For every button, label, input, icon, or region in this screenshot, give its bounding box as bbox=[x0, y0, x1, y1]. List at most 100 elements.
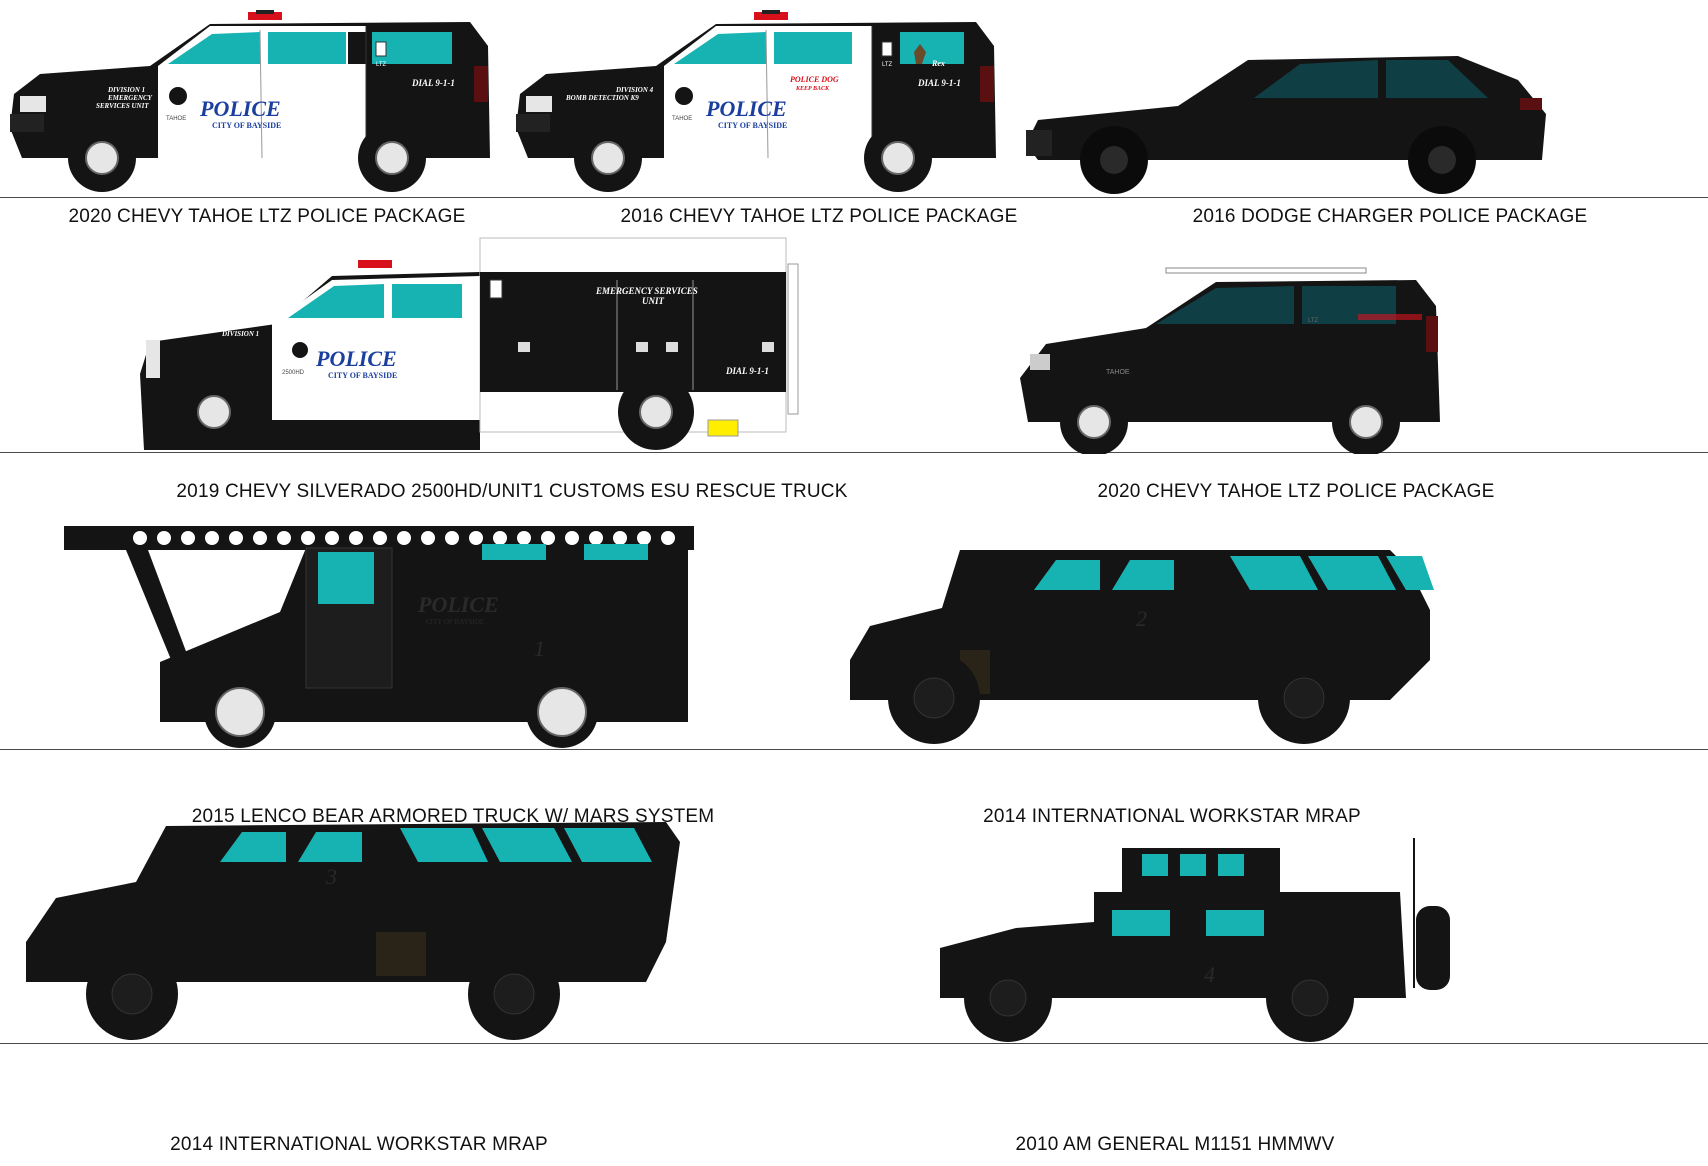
city-text: CITY OF BAYSIDE bbox=[212, 121, 281, 130]
front-window bbox=[1156, 286, 1294, 324]
model-badge: TAHOE bbox=[672, 116, 692, 122]
turret-window-2 bbox=[1180, 854, 1206, 876]
dog-name: Rex bbox=[931, 59, 945, 68]
side-gun-port-1 bbox=[482, 544, 546, 560]
front-window bbox=[1254, 60, 1378, 98]
push-bumper bbox=[1026, 130, 1052, 156]
spare-tire bbox=[1416, 906, 1450, 990]
tail-light bbox=[980, 66, 994, 102]
division-line-2: EMERGENCY bbox=[107, 94, 153, 102]
ground-line-row-2 bbox=[0, 452, 1708, 453]
caption-vehicle-6: 2015 LENCO BEAR ARMORED TRUCK W/ MARS SY… bbox=[191, 806, 715, 827]
side-window-3 bbox=[1386, 556, 1434, 590]
model-badge: TAHOE bbox=[1106, 369, 1130, 376]
k9-warning-line-1: POLICE DOG bbox=[790, 75, 839, 84]
vehicle-2016-tahoe-k9: POLICE CITY OF BAYSIDE DIVISION 4 BOMB D… bbox=[506, 8, 1006, 200]
rear-ladder bbox=[787, 263, 799, 415]
trim-badge: LTZ bbox=[882, 62, 893, 68]
rear-door-window bbox=[774, 32, 852, 64]
caption-vehicle-9: 2010 AM GENERAL M1151 HMMWV bbox=[1015, 1134, 1335, 1155]
caption-vehicle-8: 2014 INTERNATIONAL WORKSTAR MRAP bbox=[170, 1134, 548, 1155]
vehicle-2014-mrap-2: 2 bbox=[830, 530, 1550, 750]
side-window-2 bbox=[1308, 556, 1396, 590]
police-text: POLICE bbox=[315, 346, 397, 371]
rear-lightbar bbox=[1358, 314, 1422, 320]
door-window-rear bbox=[1206, 910, 1264, 936]
dial-text: DIAL 9-1-1 bbox=[725, 366, 769, 376]
unit-number: 1 bbox=[534, 636, 545, 661]
cab-window-rear bbox=[1112, 560, 1174, 590]
step-grate bbox=[376, 932, 426, 976]
ground-line-row-1 bbox=[0, 197, 1708, 198]
headlight bbox=[526, 96, 552, 112]
lightbar-red bbox=[358, 260, 392, 268]
k9-warning-line-2: KEEP BACK bbox=[795, 86, 830, 92]
turret-window-1 bbox=[1142, 854, 1168, 876]
police-text: POLICE bbox=[705, 96, 787, 121]
dial-text: DIAL 9-1-1 bbox=[411, 78, 455, 88]
unit-number: 2 bbox=[1136, 606, 1147, 631]
ground-line-row-4 bbox=[0, 1043, 1708, 1044]
city-seal-icon bbox=[167, 85, 189, 107]
side-window-1 bbox=[1230, 556, 1318, 590]
compartment-latch bbox=[518, 342, 530, 352]
rear-window bbox=[1386, 60, 1488, 98]
unit-number: 3 bbox=[325, 864, 337, 889]
division-line-1: DIVISION 4 bbox=[615, 86, 654, 94]
lightbar-red bbox=[248, 12, 282, 20]
side-window-3 bbox=[564, 828, 652, 862]
cab-window-rear bbox=[298, 832, 362, 862]
vehicle-2016-charger bbox=[1018, 40, 1558, 200]
door-window-front bbox=[1112, 910, 1170, 936]
division-line-2: BOMB DETECTION K9 bbox=[565, 94, 639, 102]
headlight bbox=[146, 340, 160, 378]
side-gun-port-2 bbox=[584, 544, 648, 560]
box-text-line-1: EMERGENCY SERVICES bbox=[595, 286, 698, 296]
front-window bbox=[288, 284, 384, 318]
cab-window-front bbox=[1034, 560, 1100, 590]
door-badge-icon bbox=[375, 41, 387, 57]
vehicle-2020-tahoe-unmarked: TAHOE LTZ bbox=[1016, 258, 1476, 454]
ground-line-row-3 bbox=[0, 749, 1708, 750]
city-seal-icon bbox=[290, 340, 310, 360]
caption-vehicle-2: 2016 CHEVY TAHOE LTZ POLICE PACKAGE bbox=[620, 206, 1018, 227]
cab-window-front bbox=[220, 832, 286, 862]
city-text: CITY OF BAYSIDE bbox=[718, 121, 787, 130]
model-badge: TAHOE bbox=[166, 116, 186, 122]
headlight bbox=[20, 96, 46, 112]
vehicle-2014-mrap-3: 3 bbox=[16, 802, 736, 1042]
caption-vehicle-5: 2020 CHEVY TAHOE LTZ POLICE PACKAGE bbox=[1097, 481, 1495, 502]
police-text: POLICE bbox=[417, 592, 499, 617]
caption-vehicle-7: 2014 INTERNATIONAL WORKSTAR MRAP bbox=[983, 806, 1361, 827]
vehicle-2010-hmmwv: 4 bbox=[930, 838, 1470, 1048]
model-badge: 2500HD bbox=[282, 370, 305, 376]
front-window bbox=[674, 32, 766, 64]
caption-vehicle-3: 2016 DODGE CHARGER POLICE PACKAGE bbox=[1192, 206, 1588, 227]
box-badge-icon bbox=[489, 279, 503, 299]
cargo-window bbox=[900, 32, 964, 64]
side-window-1 bbox=[400, 828, 488, 862]
caption-vehicle-4: 2019 CHEVY SILVERADO 2500HD/UNIT1 CUSTOM… bbox=[176, 481, 848, 502]
front-window bbox=[168, 32, 260, 64]
box-text-line-2: UNIT bbox=[642, 296, 665, 306]
step-warning-box bbox=[707, 419, 739, 437]
headlight bbox=[1030, 354, 1050, 370]
side-window-2 bbox=[482, 828, 572, 862]
dial-text: DIAL 9-1-1 bbox=[917, 78, 961, 88]
police-text: POLICE bbox=[199, 96, 281, 121]
mars-arm-lights bbox=[133, 531, 675, 545]
tail-light bbox=[1426, 316, 1438, 352]
cab-window bbox=[318, 552, 374, 604]
caption-vehicle-1: 2020 CHEVY TAHOE LTZ POLICE PACKAGE bbox=[68, 206, 466, 227]
unit-number: 4 bbox=[1204, 962, 1215, 987]
rescue-box-panel bbox=[480, 272, 786, 392]
vehicle-2019-silverado-esu-rescue: POLICE CITY OF BAYSIDE DIVISION 1 2500HD… bbox=[136, 224, 896, 454]
rear-door-window bbox=[268, 32, 346, 64]
white-cab-panel bbox=[272, 320, 480, 420]
vehicle-2015-lenco-bear: POLICE CITY OF BAYSIDE 1 bbox=[60, 512, 760, 752]
city-text: CITY OF BAYSIDE bbox=[328, 371, 397, 380]
tail-light bbox=[1520, 98, 1542, 110]
lightbar-red bbox=[754, 12, 788, 20]
tail-light bbox=[474, 66, 488, 102]
